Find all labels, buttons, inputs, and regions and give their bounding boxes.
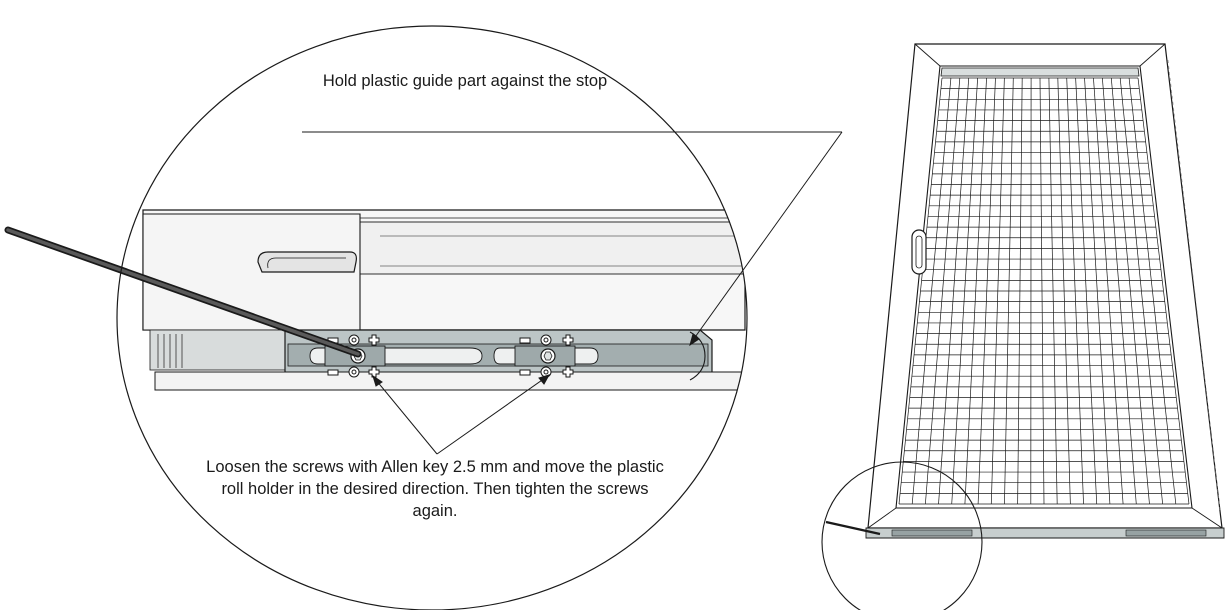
callout-guide-stop	[302, 131, 843, 347]
detail-circle	[116, 25, 748, 610]
detail-indicator-circle	[821, 461, 983, 610]
loosen-screws-label: Loosen the screws with Allen key 2.5 mm …	[206, 458, 664, 520]
screen-frame-overview	[821, 43, 1225, 610]
frame-inner	[895, 65, 1193, 509]
detail-view	[4, 25, 748, 610]
callout-screws	[372, 374, 551, 455]
insect-mesh	[898, 77, 1190, 505]
guide-stop-label: Hold plastic guide part against the stop	[322, 72, 608, 90]
allen-key	[4, 226, 362, 358]
handle-slot	[257, 251, 357, 273]
detail-contents	[142, 209, 746, 391]
